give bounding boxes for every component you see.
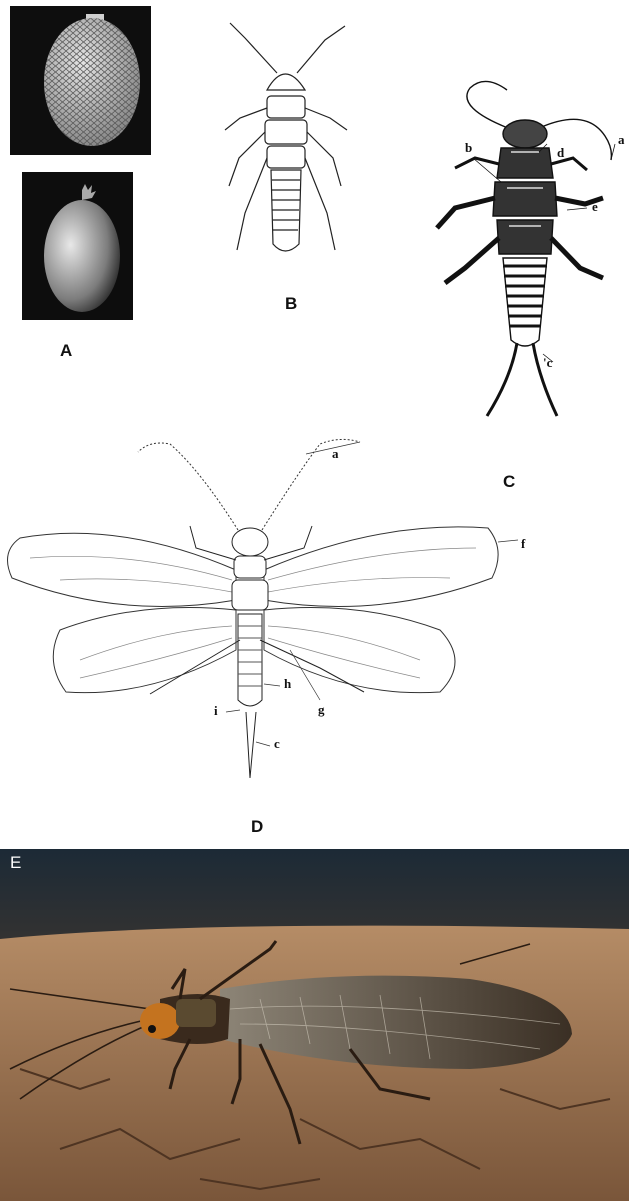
egg-photo-bottom [22,172,133,320]
panel-b-label: B [285,294,297,314]
nymph-drawing [205,18,365,288]
panel-e-label: E [10,853,21,873]
adult-drawing [0,430,520,790]
adult-photo: E [0,849,629,1201]
callout-d-h: h [284,676,291,692]
callout-c-e: e [592,199,598,215]
callout-d-c: c [274,736,280,752]
callout-d-g: g [318,702,325,718]
callout-c-b: b [465,140,472,156]
callout-c-d: d [557,145,564,161]
callout-d-i: i [214,703,218,719]
panel-a-label: A [60,341,72,361]
callout-d-f: f [521,536,525,552]
egg-photo-top [10,6,151,155]
mature-nymph-drawing [415,78,629,428]
callout-c-c: 'c [543,355,552,371]
callout-c-a: a [618,132,625,148]
callout-d-a: a [332,446,339,462]
panel-d-label: D [251,817,263,837]
